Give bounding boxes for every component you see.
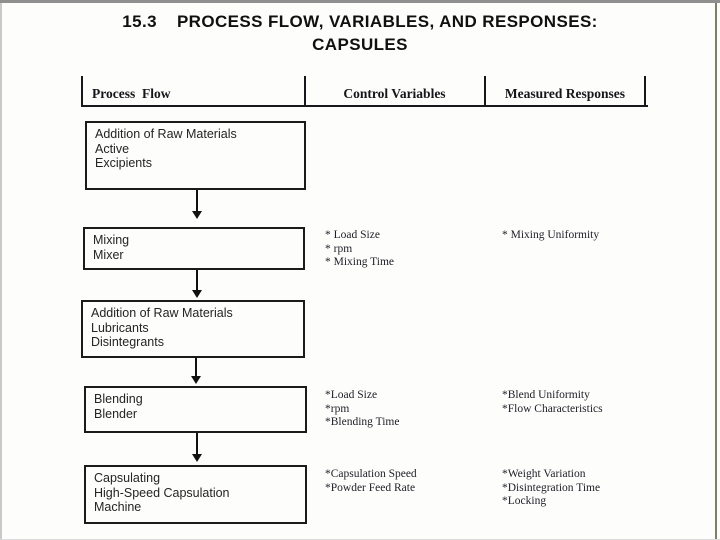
control-variable-item: *Blending Time <box>325 416 400 428</box>
slide-left-border <box>0 3 2 540</box>
measured-responses-blending: *Blend Uniformity *Flow Characteristics <box>502 389 603 416</box>
flow-box-line: Capsulating <box>94 471 161 485</box>
arrow-line <box>196 270 198 290</box>
flow-box-addition-lubricants: Addition of Raw Materials Lubricants Dis… <box>81 300 305 358</box>
flow-box-line: Lubricants <box>91 320 149 335</box>
measured-response-item: *Weight Variation <box>502 468 586 480</box>
flow-box-addition-active: Addition of Raw Materials Active Excipie… <box>85 121 306 190</box>
control-variable-item: * Mixing Time <box>325 256 395 268</box>
flow-box-line: Addition of Raw Materials <box>95 127 237 141</box>
flow-box-line: Disintegrants <box>91 335 164 349</box>
control-variable-item: *Load Size <box>325 389 378 401</box>
arrow-down-icon <box>191 376 201 384</box>
flow-box-line: Mixing <box>93 233 130 247</box>
slide-right-border <box>715 3 717 540</box>
flow-box-mixing: Mixing Mixer <box>83 227 305 270</box>
control-variable-item: * Load Size <box>325 229 380 241</box>
arrow-down-icon <box>192 454 202 462</box>
arrow-down-icon <box>192 211 202 219</box>
control-variable-item: * rpm <box>325 242 353 255</box>
arrow-line <box>195 358 197 376</box>
arrow-down-icon <box>192 290 202 298</box>
control-variables-capsulating: *Capsulation Speed *Powder Feed Rate <box>325 468 417 495</box>
flow-box-line: Machine <box>94 500 142 514</box>
flow-arrow <box>191 270 203 298</box>
slide-top-border <box>0 0 720 3</box>
measured-responses-capsulating: *Weight Variation *Disintegration Time *… <box>502 468 600 509</box>
title-line2: CAPSULES <box>312 35 408 54</box>
header-vline-mid1 <box>304 76 306 107</box>
title-line1: PROCESS FLOW, VARIABLES, AND RESPONSES: <box>176 12 598 31</box>
measured-response-item: *Locking <box>502 495 547 507</box>
flow-box-line: Excipients <box>95 156 152 170</box>
header-bottom-rule <box>81 105 648 107</box>
column-header-process-flow: Process Flow <box>92 86 171 101</box>
header-vline-right <box>644 76 646 107</box>
flow-box-line: Blending <box>94 392 143 406</box>
control-variable-item: *Capsulation Speed <box>325 468 417 480</box>
flow-box-line: Blender <box>94 406 138 421</box>
flow-arrow <box>191 433 203 462</box>
flow-box-line: High-Speed Capsulation <box>94 485 230 500</box>
arrow-line <box>196 433 198 454</box>
flow-box-capsulating: Capsulating High-Speed Capsulation Machi… <box>84 465 307 524</box>
flow-box-line: Active <box>95 141 130 156</box>
flow-box-line: Addition of Raw Materials <box>91 306 233 320</box>
flow-arrow <box>190 358 202 384</box>
page-title: 15.3 PROCESS FLOW, VARIABLES, AND RESPONS… <box>0 11 720 56</box>
header-vline-mid2 <box>484 76 486 107</box>
column-header-control-variables: Control Variables <box>343 86 446 101</box>
control-variables-blending: *Load Size *rpm *Blending Time <box>325 389 399 430</box>
control-variable-item: *Powder Feed Rate <box>325 481 416 494</box>
measured-response-item: *Flow Characteristics <box>502 402 603 415</box>
measured-response-item: * Mixing Uniformity <box>502 229 600 241</box>
title-section-number: 15.3 <box>122 12 157 31</box>
header-vline-left <box>81 76 83 107</box>
flow-arrow <box>191 190 203 219</box>
column-header-measured-responses: Measured Responses <box>504 86 626 101</box>
measured-responses-mixing: * Mixing Uniformity <box>502 229 599 243</box>
arrow-line <box>196 190 198 211</box>
measured-response-item: *Disintegration Time <box>502 481 601 494</box>
flow-box-blending: Blending Blender <box>84 386 307 433</box>
measured-response-item: *Blend Uniformity <box>502 389 590 401</box>
flow-box-line: Mixer <box>93 247 124 262</box>
control-variable-item: *rpm <box>325 402 350 415</box>
control-variables-mixing: * Load Size * rpm * Mixing Time <box>325 229 394 270</box>
